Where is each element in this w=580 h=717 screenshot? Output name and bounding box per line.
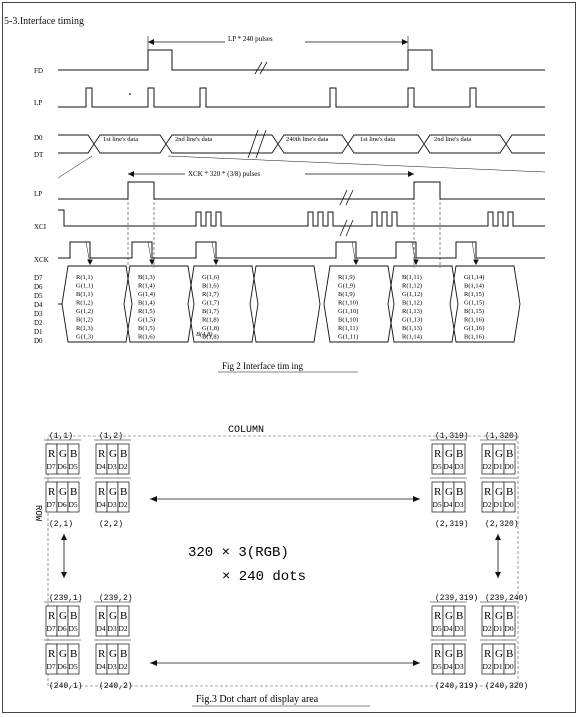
data-block-value: B(1,3)	[138, 274, 155, 281]
data-block-value: R(1,4)	[138, 283, 155, 290]
line-data-bus	[58, 134, 545, 154]
data-bus-label: D7	[34, 274, 43, 282]
data-bus-label: D5	[34, 292, 43, 300]
data-block-value: R(1,8)	[202, 317, 219, 324]
data-block-value: R(1,6)	[138, 334, 155, 341]
data-blocks: R(1,1)G(1,1)B(1,1)R(1,2)G(1,2)B(1,2)R(1,…	[58, 265, 521, 343]
lp-pulse-count-label: LP * 240 pulses	[228, 35, 273, 43]
data-block-value: G(1,2)	[76, 308, 93, 315]
data-block-value: G(1,11)	[338, 334, 358, 341]
data-block-value: B(1,11)	[402, 274, 422, 281]
data-block-value: G(1,14)	[464, 274, 484, 281]
interface-timing-diagram: FD LP D0 DT LP XCI XCK D7D6D5D4D3D2D1D0 …	[34, 34, 546, 373]
signal-label-lp2: LP	[34, 190, 42, 198]
line-data-2b: 2nd line's data	[434, 136, 471, 143]
data-block-value: R(1,14)	[402, 334, 422, 341]
signal-label-xck: XCK	[34, 256, 49, 264]
data-block-value: R(1,1)	[76, 274, 93, 281]
xck-waveform	[58, 241, 545, 266]
data-block-value: B(1,1)	[76, 291, 93, 298]
data-block-value: B(1,14)	[464, 283, 484, 290]
data-block-value: R(1,16)	[464, 317, 484, 324]
data-block-value: R(1,7)	[202, 291, 219, 298]
data-block-value: G(1,6)	[202, 274, 219, 281]
xck-pulse-count-label: XCK * 320 * (3/8) pulses	[188, 170, 260, 178]
data-block-value: G(1,12)	[402, 291, 422, 298]
data-block-value: B(1,6)	[202, 283, 219, 290]
data-bus-label: D0	[34, 337, 43, 345]
data-block-value: R(1,15)	[464, 291, 484, 298]
data-block-value: B(1,8)	[202, 334, 219, 341]
line-data-1b: 1st line's data	[360, 136, 395, 143]
data-block-value: B(1,5)	[138, 325, 155, 332]
data-block-value: R(1,2)	[76, 300, 93, 307]
data-block-value: G(1,5)	[138, 317, 155, 324]
data-bus-label: D3	[34, 310, 43, 318]
data-block-value: B(1,7)	[202, 308, 219, 315]
lp-waveform	[58, 87, 545, 108]
data-block-value: G(1,10)	[338, 308, 358, 315]
data-block-value: B(1,13)	[402, 325, 422, 332]
data-block-value: B(1,16)	[464, 334, 484, 341]
data-block-value: R(1,11)	[338, 325, 358, 332]
data-block-value: G(1,7)	[202, 300, 219, 307]
data-bus-label: D4	[34, 301, 43, 309]
handwritten-note: B(4,8)	[196, 331, 212, 338]
data-block-value: G(1,3)	[76, 334, 93, 341]
data-bus-label: D6	[34, 283, 43, 291]
data-block-value: G(1,13)	[402, 317, 422, 324]
data-block-value: G(1,9)	[338, 283, 355, 290]
data-block-value: G(1,8)	[202, 325, 219, 332]
time-break-marks	[247, 61, 354, 237]
data-block-value: B(1,10)	[338, 317, 358, 324]
data-block-value: R(1,12)	[402, 283, 422, 290]
data-block-value: G(1,1)	[76, 283, 93, 290]
data-block-value: B(1,2)	[76, 317, 93, 324]
data-block-value: B(1,12)	[402, 300, 422, 307]
data-block-value: B(1,9)	[338, 291, 355, 298]
signal-label-dt: DT	[34, 151, 44, 159]
line-data-240: 240th line's data	[286, 136, 328, 143]
section-title: 5-3.Interface timing	[4, 16, 84, 27]
data-block-value: G(1,15)	[464, 300, 484, 307]
signal-label-xci: XCI	[34, 223, 47, 231]
data-block-value: R(1,3)	[76, 325, 93, 332]
signal-label-lp: LP	[34, 99, 42, 107]
data-block-value: B(1,4)	[138, 300, 155, 307]
line-data-1: 1st line's data	[103, 136, 138, 143]
line-data-2: 2nd line's data	[175, 136, 212, 143]
signal-label-fd: FD	[34, 67, 43, 75]
data-block-value: R(1,9)	[338, 274, 355, 281]
data-block-value: B(1,15)	[464, 308, 484, 315]
xci-waveform	[58, 209, 545, 227]
fig2-caption: Fig 2 Interface tim ing	[222, 361, 303, 371]
data-block-value: R(1,13)	[402, 308, 422, 315]
data-bus-label: D1	[34, 328, 43, 336]
data-block-value: G(1,4)	[138, 291, 155, 298]
data-block-value: R(1,5)	[138, 308, 155, 315]
data-block-value: R(1,10)	[338, 300, 358, 307]
data-block-value: G(1,16)	[464, 325, 484, 332]
fd-waveform	[58, 49, 545, 71]
signal-label-d0: D0	[34, 134, 43, 142]
data-bus-label: D2	[34, 319, 43, 327]
lp2-waveform	[58, 181, 545, 200]
